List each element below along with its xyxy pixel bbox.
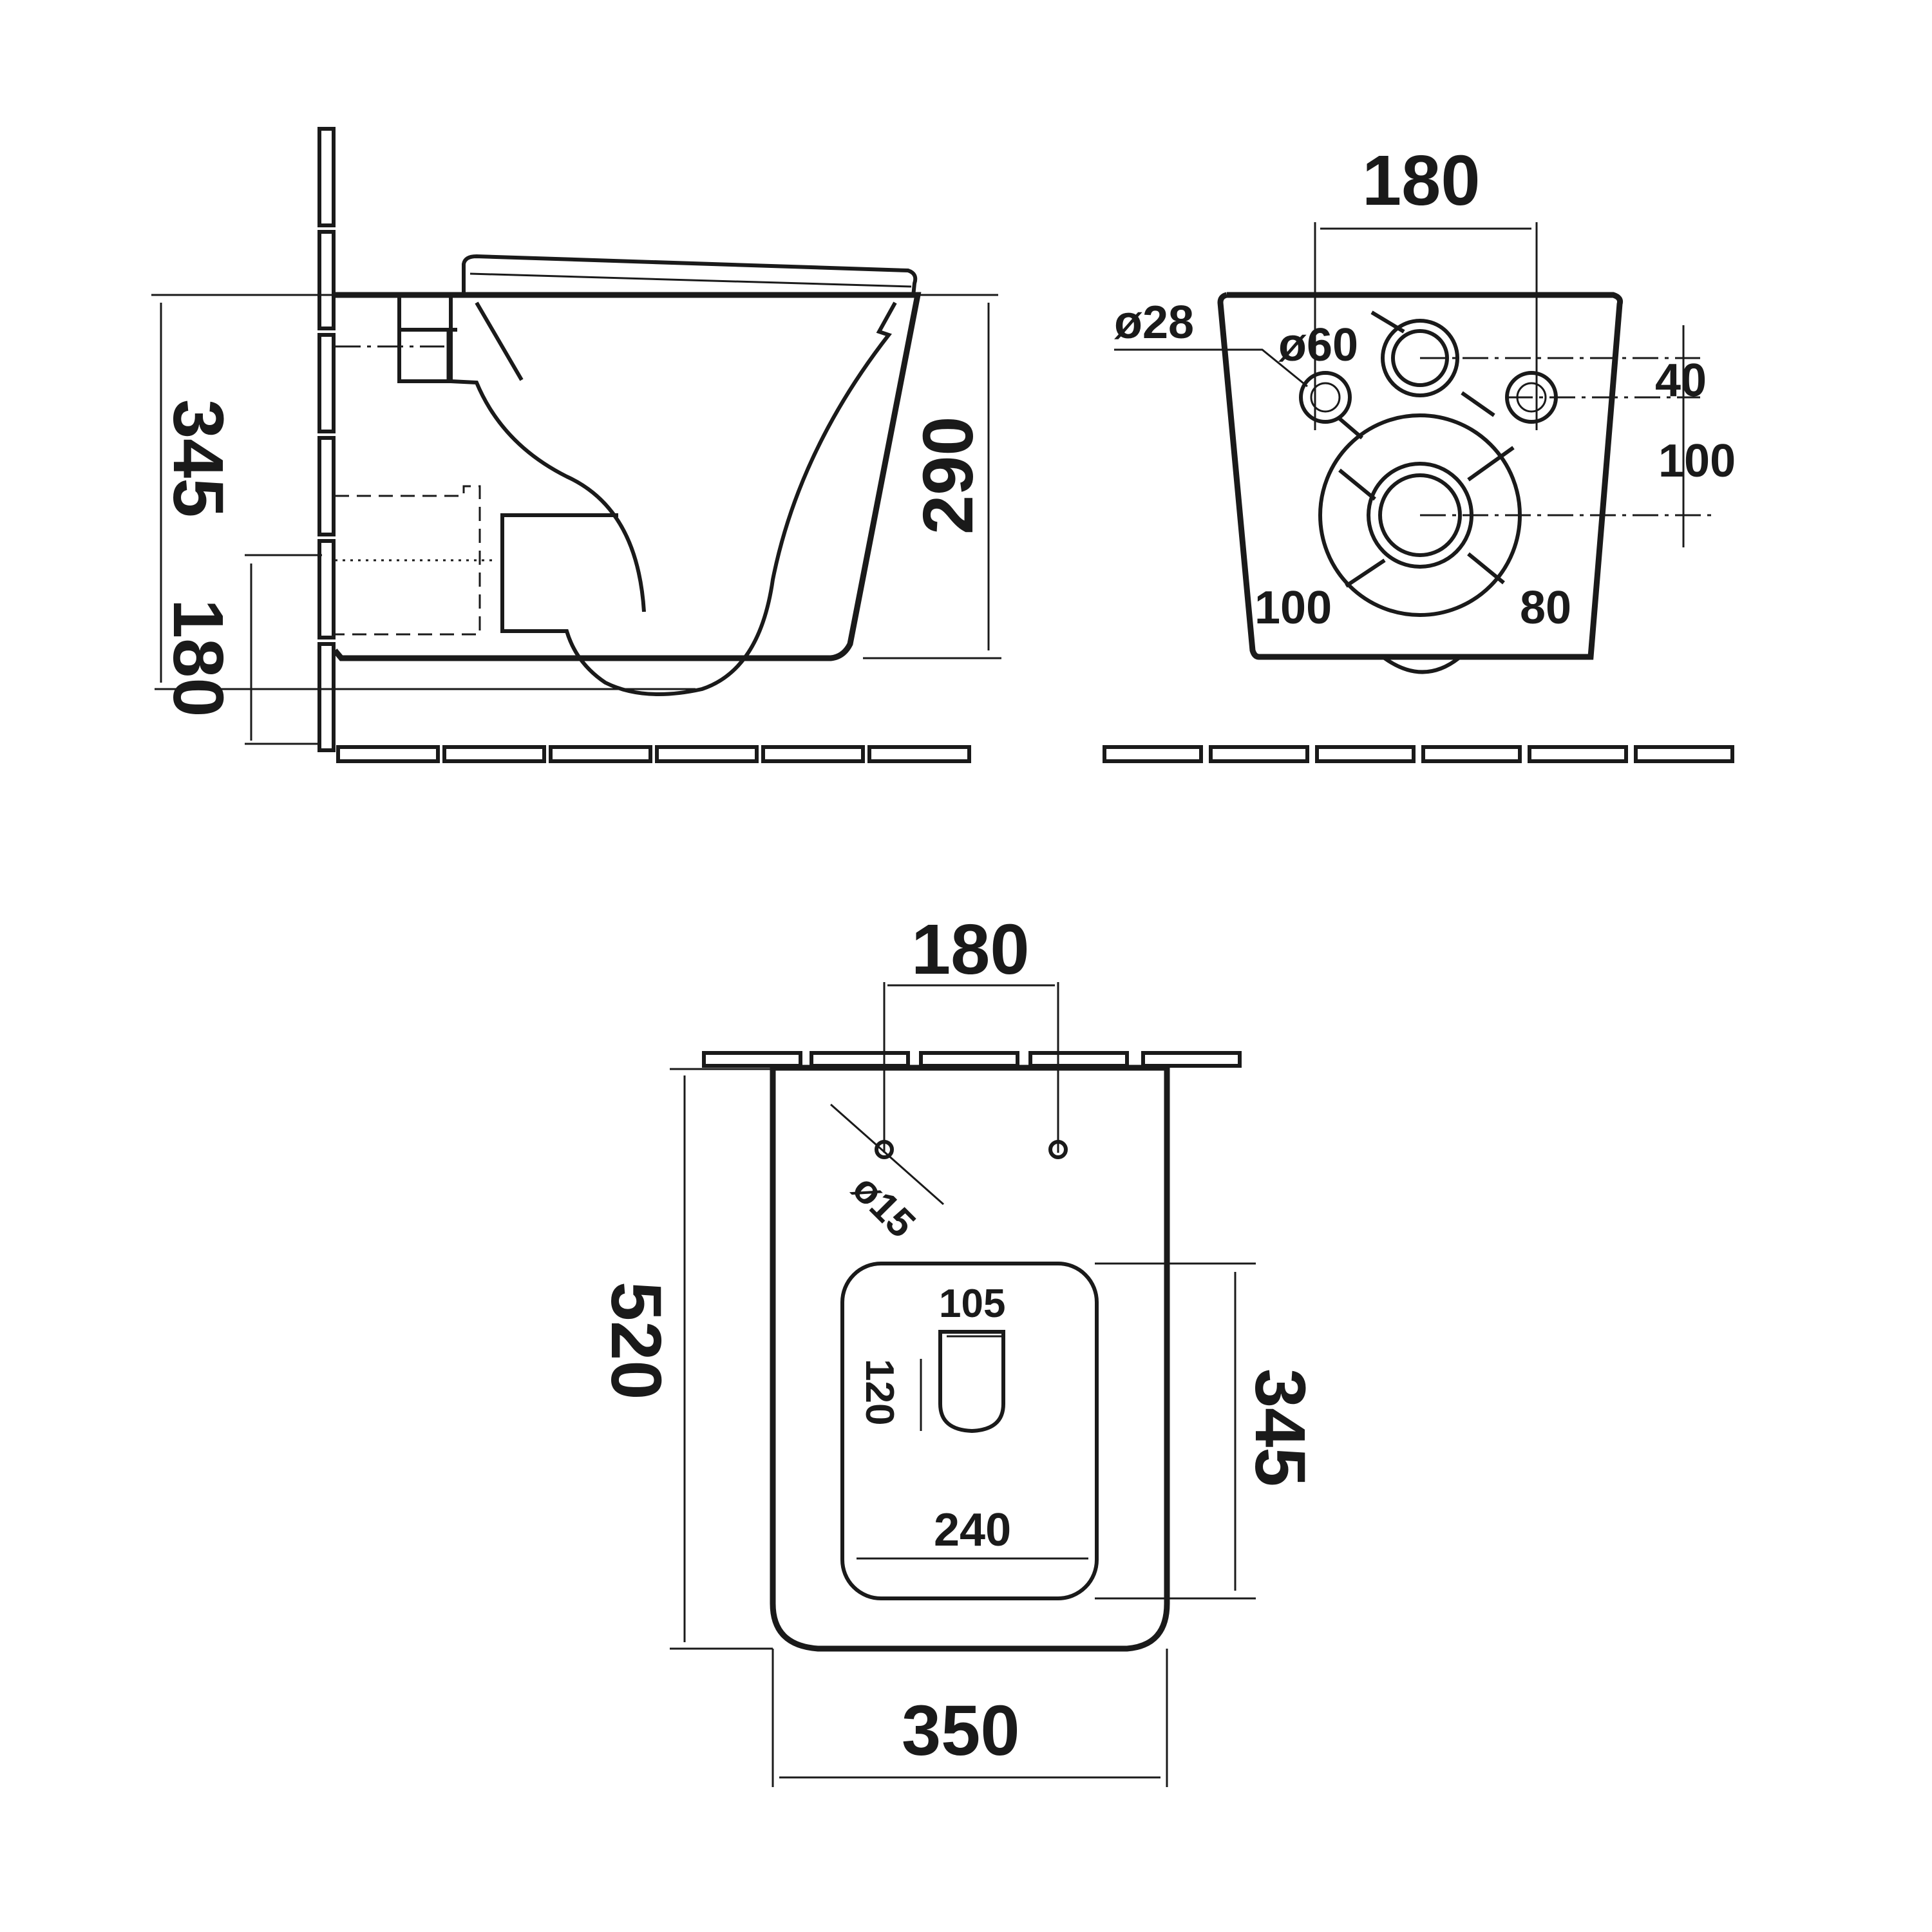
dim-overall-length: 520 bbox=[596, 1282, 676, 1400]
dim-inlet-to-fixing: 40 bbox=[1655, 355, 1707, 406]
bowl-opening bbox=[840, 1262, 1099, 1600]
top-view: 180 ø15 520 350 345 240 105 120 bbox=[596, 910, 1320, 1787]
dim-outlet-width: 105 bbox=[939, 1282, 1005, 1326]
dim-bowl-height: 290 bbox=[909, 416, 988, 535]
side-view: 345 180 290 bbox=[151, 127, 1001, 763]
top-body-outline bbox=[770, 1065, 1170, 1652]
wall-tiles-top bbox=[702, 1051, 1242, 1068]
dim-outlet-outer: 100 bbox=[1255, 582, 1332, 634]
dim-fixing-hole-dia: ø28 bbox=[1114, 297, 1194, 348]
dim-inlet-dia: ø60 bbox=[1278, 319, 1358, 371]
dim-outlet-inner: 80 bbox=[1520, 582, 1571, 634]
wall-tiles bbox=[317, 127, 336, 752]
dim-overall-width: 350 bbox=[902, 1691, 1020, 1770]
dim-waste-height: 180 bbox=[158, 599, 238, 717]
seat-lid bbox=[462, 254, 918, 297]
rear-view: 180 ø28 ø60 40 100 100 80 bbox=[1103, 141, 1736, 763]
floor-tiles-rear bbox=[1103, 745, 1734, 763]
dim-top-fixing-dia: ø15 bbox=[844, 1166, 923, 1246]
dim-top-fixing-spacing: 180 bbox=[911, 910, 1030, 989]
rear-body-outline bbox=[1217, 292, 1623, 660]
bowl-body bbox=[332, 292, 922, 661]
dim-bowl-width: 240 bbox=[934, 1504, 1011, 1556]
dim-bowl-length: 345 bbox=[1240, 1368, 1320, 1487]
floor-tiles bbox=[336, 745, 971, 763]
dim-rear-fixing-spacing: 180 bbox=[1362, 141, 1481, 220]
dim-overall-height: 345 bbox=[158, 399, 238, 518]
outlet-shape bbox=[938, 1330, 1005, 1434]
dim-outlet-length: 120 bbox=[857, 1359, 902, 1425]
dim-fixing-to-outlet: 100 bbox=[1658, 435, 1736, 487]
